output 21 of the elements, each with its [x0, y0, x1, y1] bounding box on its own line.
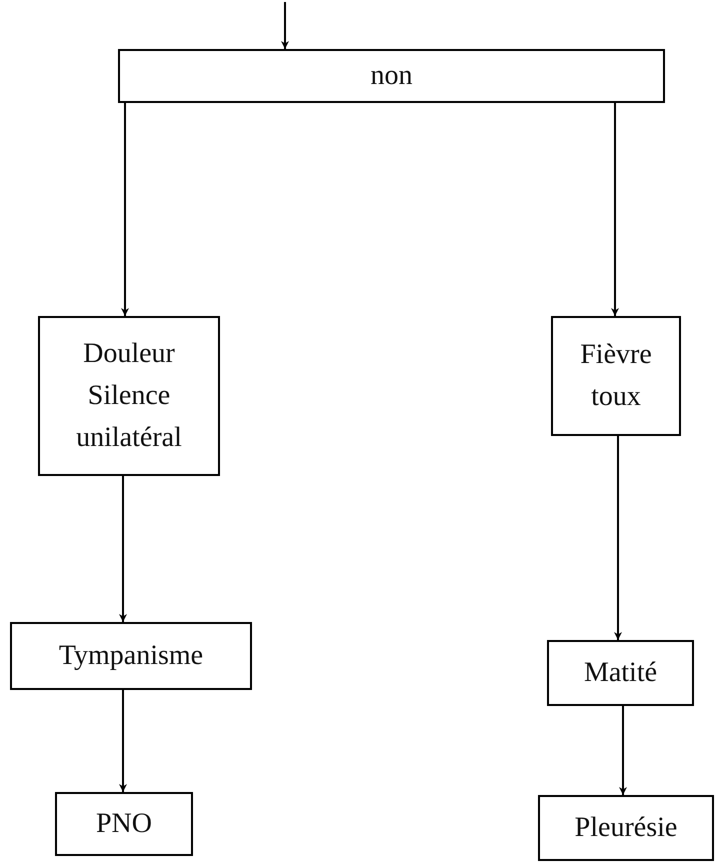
process-box — [547, 640, 694, 706]
process-box — [118, 49, 665, 103]
arrow — [614, 436, 622, 640]
box-label: Douleur Silence unilatéral — [75, 337, 183, 455]
arrow — [619, 706, 627, 795]
arrow — [611, 103, 619, 316]
box-label: Matité — [584, 656, 658, 690]
box-label: Pleurésie — [574, 811, 678, 845]
arrow — [281, 2, 289, 49]
process-box — [10, 622, 252, 690]
process-box — [38, 316, 220, 476]
arrow — [119, 476, 127, 622]
arrow — [119, 690, 127, 792]
process-box — [55, 792, 193, 856]
box-label: PNO — [96, 807, 152, 841]
box-label: non — [370, 59, 412, 93]
process-box — [538, 795, 714, 861]
arrow — [121, 103, 129, 316]
process-box — [551, 316, 681, 436]
box-label: Fièvre toux — [579, 338, 653, 414]
box-label: Tympanisme — [58, 639, 204, 673]
